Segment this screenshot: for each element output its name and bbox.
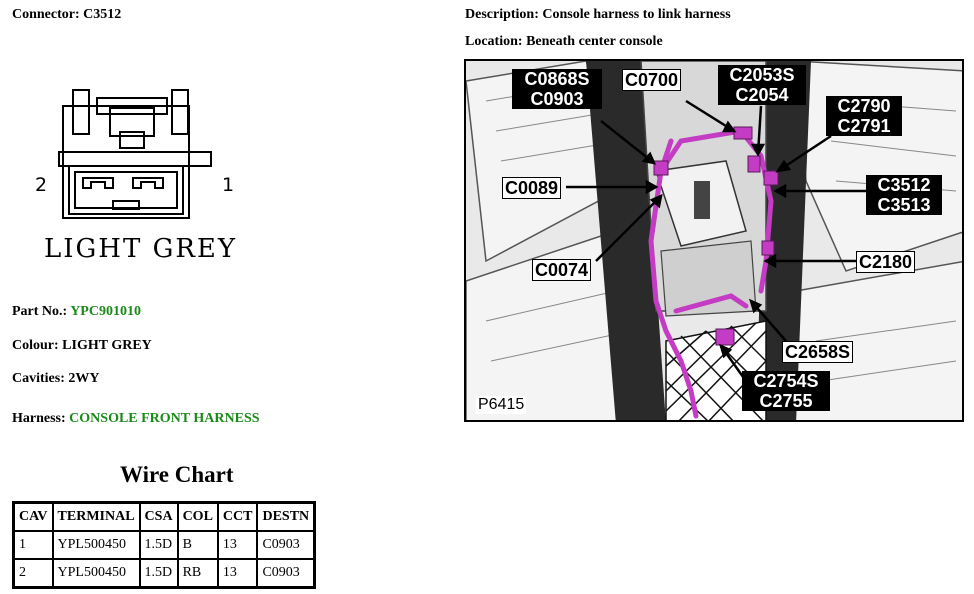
callout-c3512: C3512 — [877, 175, 931, 195]
harness-label: Harness: CONSOLE FRONT HARNESS — [12, 411, 260, 426]
callout-c2754s: C2754S — [753, 371, 819, 391]
cavities-label: Cavities: 2WY — [12, 371, 100, 386]
callout-c2790: C2790 — [837, 96, 891, 116]
connector-location-picture: C0868S C0903 C0700 C2053S C2054 C2790 C2… — [464, 59, 964, 422]
callout-c2754s-c2755: C2754S C2755 — [742, 371, 830, 411]
callout-c2790-c2791: C2790 C2791 — [826, 96, 902, 136]
cell-col: B — [176, 530, 219, 560]
callout-c0868s-c0903: C0868S C0903 — [512, 69, 602, 109]
callout-c3513: C3513 — [877, 195, 931, 215]
callout-c2053s: C2053S — [729, 65, 795, 85]
header-col: COL — [176, 501, 219, 532]
callout-c0903: C0903 — [530, 89, 584, 109]
header-cct: CCT — [216, 501, 259, 532]
location-value: Beneath center console — [526, 34, 663, 49]
cell-csa: 1.5D — [138, 530, 179, 560]
connector-colour-caption: LIGHT GREY — [44, 234, 238, 264]
cell-cav: 1 — [12, 530, 54, 560]
location-label: Location: Beneath center console — [465, 34, 663, 49]
callout-c2791: C2791 — [837, 116, 891, 136]
part-number-value: YPC901010 — [70, 304, 141, 319]
connector-id: C3512 — [83, 7, 122, 22]
colour-label: Colour: LIGHT GREY — [12, 338, 152, 353]
wire-chart-title: Wire Chart — [120, 462, 234, 487]
cell-cct: 13 — [216, 530, 259, 560]
cell-col: RB — [176, 558, 219, 589]
cell-terminal: YPL500450 — [51, 558, 141, 589]
callout-c2054: C2054 — [735, 85, 789, 105]
figure-id-label: P6415 — [476, 396, 527, 414]
callout-c2053s-c2054: C2053S C2054 — [718, 65, 806, 105]
pin-1-label: 1 — [222, 174, 235, 196]
callout-c2658s: C2658S — [782, 341, 854, 363]
callout-c0700: C0700 — [622, 69, 682, 91]
header-cav: CAV — [12, 501, 54, 532]
header-terminal: TERMINAL — [51, 501, 141, 532]
callout-c2180: C2180 — [856, 251, 916, 273]
header-csa: CSA — [138, 501, 179, 532]
part-number-label: Part No.: YPC901010 — [12, 304, 141, 319]
callout-c0089: C0089 — [502, 177, 562, 199]
connector-face-diagram — [58, 89, 212, 219]
cell-csa: 1.5D — [138, 558, 179, 589]
harness-value: CONSOLE FRONT HARNESS — [69, 411, 260, 426]
pin-2-label: 2 — [35, 174, 48, 196]
callout-c0868s: C0868S — [524, 69, 590, 89]
colour-value: LIGHT GREY — [62, 338, 152, 353]
cell-destn: C0903 — [256, 530, 316, 560]
table-row: 2 YPL500450 1.5D RB 13 C0903 — [12, 558, 316, 589]
description-label: Description: Console harness to link har… — [465, 7, 731, 22]
cell-terminal: YPL500450 — [51, 530, 141, 560]
wire-chart-table: CAV TERMINAL CSA COL CCT DESTN 1 YPL5004… — [12, 501, 317, 589]
description-value: Console harness to link harness — [542, 7, 731, 22]
callout-c0074: C0074 — [532, 259, 592, 281]
callout-c3512-c3513: C3512 C3513 — [866, 175, 942, 215]
cavities-value: 2WY — [68, 371, 100, 386]
cell-cct: 13 — [216, 558, 259, 589]
connector-label: Connector: C3512 — [12, 7, 122, 22]
table-header-row: CAV TERMINAL CSA COL CCT DESTN — [12, 501, 316, 532]
cell-cav: 2 — [12, 558, 54, 589]
table-row: 1 YPL500450 1.5D B 13 C0903 — [12, 530, 316, 560]
callout-c2755: C2755 — [759, 391, 813, 411]
cell-destn: C0903 — [256, 558, 316, 589]
header-destn: DESTN — [256, 501, 316, 532]
